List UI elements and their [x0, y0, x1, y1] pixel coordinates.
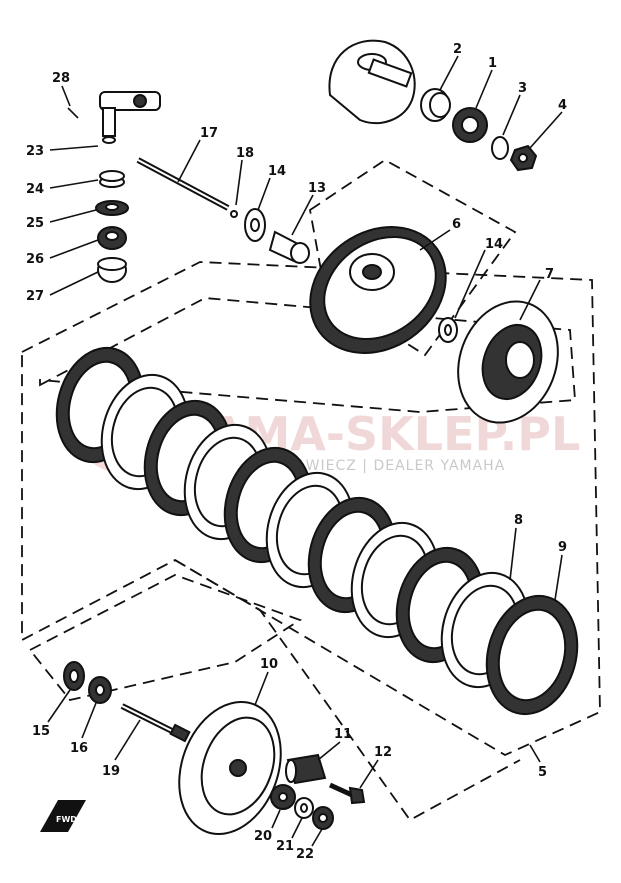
callout-3: 3: [518, 81, 527, 96]
bearing-27: [97, 257, 127, 283]
callout-20: 20: [254, 829, 272, 844]
callouts: 2 1 3 4 6 7 14 14 13 18 17 28 23 24 25 2…: [26, 42, 567, 862]
callout-21: 21: [276, 839, 294, 854]
thrust-washer-14-upper: [244, 208, 266, 242]
ball-18: [230, 210, 238, 218]
push-lever-23: [99, 91, 161, 144]
spring-24: [99, 170, 125, 188]
callout-4: 4: [558, 98, 567, 113]
fwd-label: FWD: [56, 815, 77, 824]
friction-plate-9: [485, 594, 579, 716]
pin-28: [67, 107, 79, 119]
clutch-housing-6: [309, 226, 447, 354]
nut-15: [63, 661, 85, 691]
callout-6: 6: [452, 217, 461, 232]
bolt-12: [328, 782, 366, 805]
callout-17: 17: [200, 126, 218, 141]
washer-21: [294, 797, 314, 819]
nut-4: [509, 144, 538, 172]
spacer-2: [420, 88, 451, 122]
callout-27: 27: [26, 289, 44, 304]
washer-22: [312, 806, 334, 830]
callout-5: 5: [538, 765, 547, 780]
callout-16: 16: [70, 741, 88, 756]
callout-24: 24: [26, 182, 44, 197]
callout-12: 12: [374, 745, 392, 760]
plate-group-outline: [21, 261, 601, 757]
bushing-13: [268, 230, 310, 264]
callout-7: 7: [545, 267, 554, 282]
washer-3: [491, 136, 509, 160]
gear-1: [452, 107, 488, 143]
washer-25: [95, 200, 129, 216]
outline-5: [174, 559, 521, 822]
callout-26: 26: [26, 252, 44, 267]
callout-9: 9: [558, 540, 567, 555]
washer-20: [270, 784, 296, 810]
spring-11: [285, 753, 327, 785]
washer-16: [88, 676, 112, 704]
callout-14-upper: 14: [268, 164, 286, 179]
callout-13: 13: [308, 181, 326, 196]
leader-lines: [47, 55, 563, 847]
bearing-26: [97, 226, 127, 250]
callout-25: 25: [26, 216, 44, 231]
callout-1: 1: [488, 56, 497, 71]
callout-8: 8: [514, 513, 523, 528]
push-rod-19: [120, 703, 191, 743]
callout-18: 18: [236, 146, 254, 161]
callout-2: 2: [453, 42, 462, 57]
callout-28: 28: [52, 71, 70, 86]
callout-19: 19: [102, 764, 120, 779]
callout-22: 22: [296, 847, 314, 862]
pressure-plate-10: [178, 701, 282, 835]
fwd-indicator: FWD: [40, 800, 86, 832]
callout-11: 11: [334, 727, 352, 742]
plate-inner-outline: [39, 297, 576, 413]
thrust-washer-14-lower: [438, 317, 458, 343]
callout-14-lower: 14: [485, 237, 503, 252]
callout-15: 15: [32, 724, 50, 739]
callout-10: 10: [260, 657, 278, 672]
pressure-group-outline: [28, 574, 303, 702]
primary-drive-gear: [328, 39, 416, 125]
push-rod-17-highlight: [137, 159, 229, 209]
clutch-boss-7: [457, 300, 559, 424]
callout-23: 23: [26, 144, 44, 159]
